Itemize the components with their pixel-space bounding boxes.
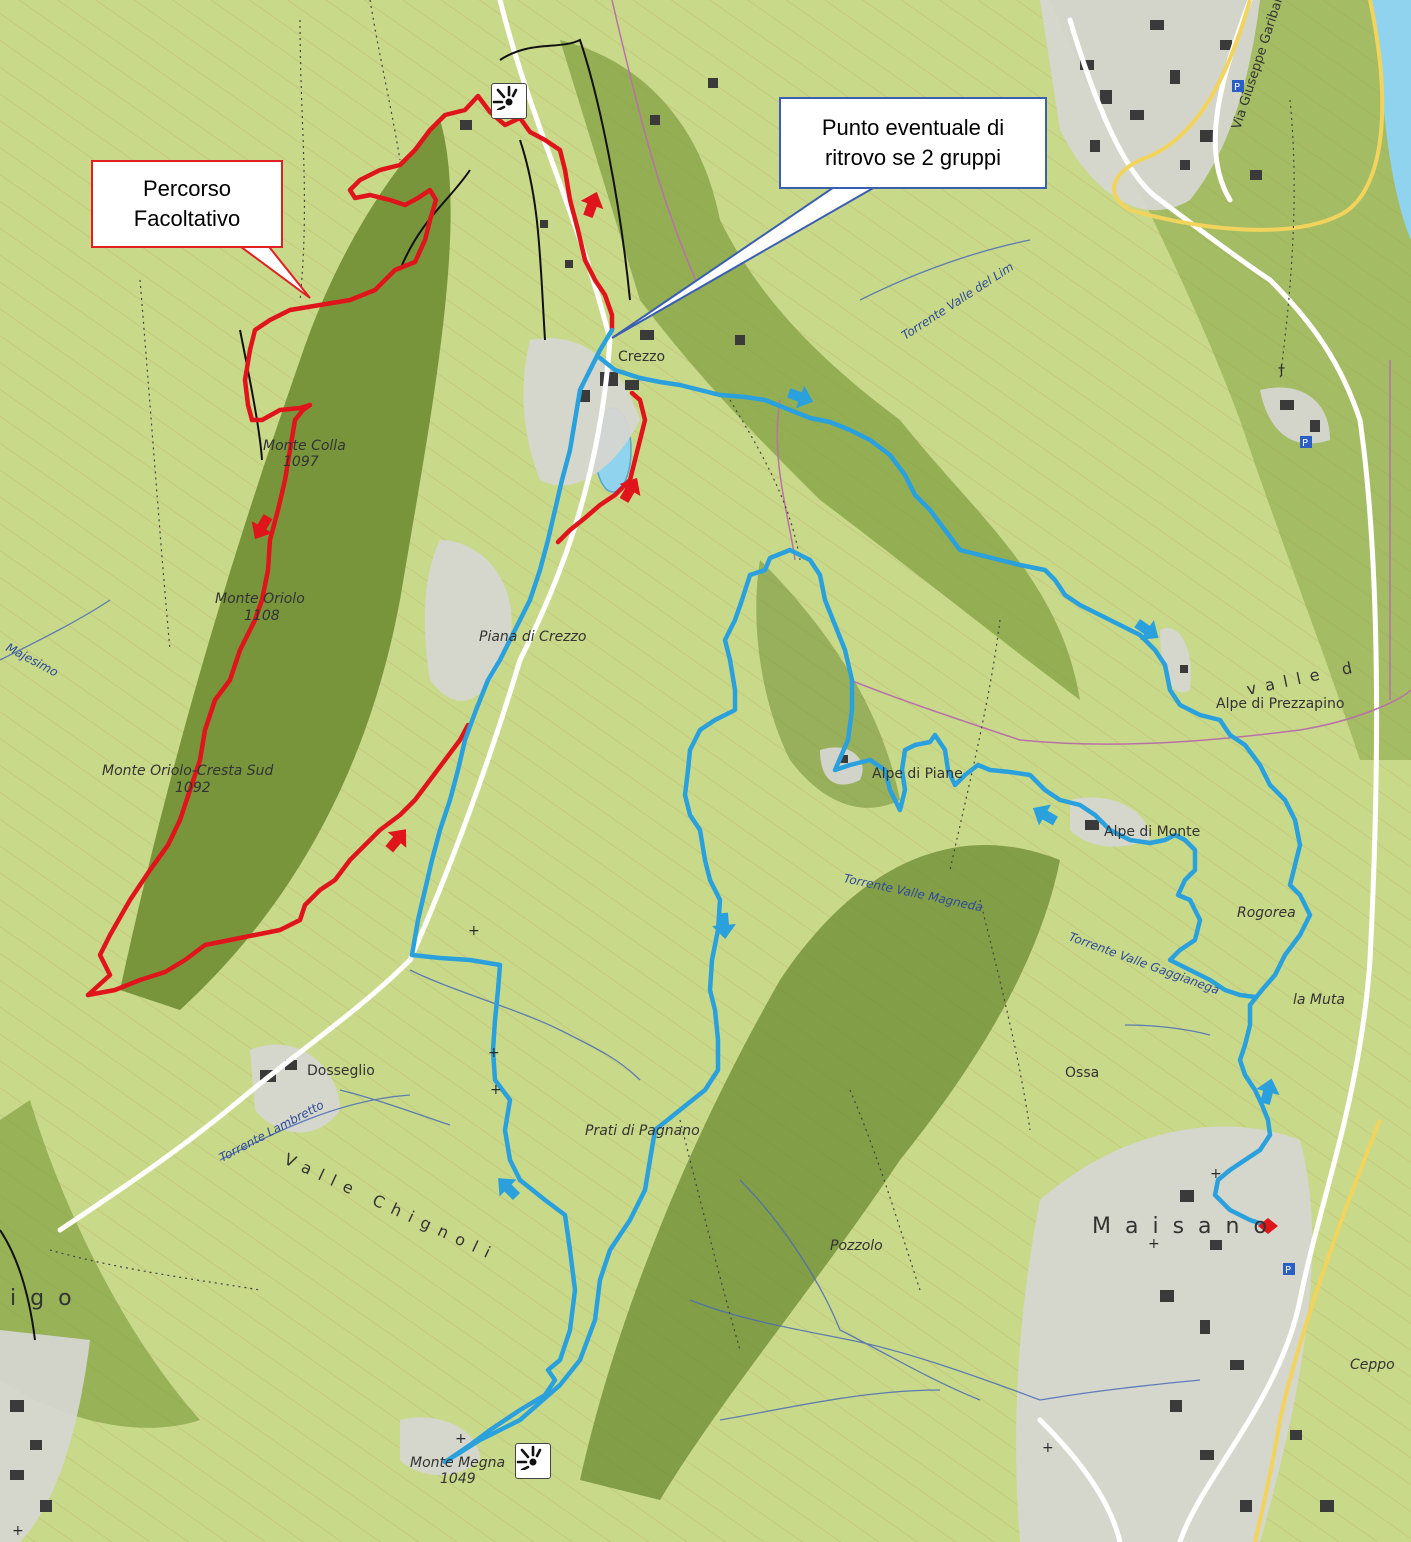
label-crezzo: Crezzo [618,349,665,365]
start-marker [1258,1218,1278,1234]
callout-meeting-point: Punto eventuale di ritrovo se 2 gruppi [779,97,1047,189]
label-monte-megna: Monte Megna [410,1455,505,1471]
label-pozzolo: Pozzolo [830,1238,883,1254]
callout-meeting-point-line1: Punto eventuale di [821,115,1005,140]
lake [1372,0,1411,240]
label-monte-colla: Monte Colla [263,438,346,454]
label-monte-megna-elev: 1049 [440,1471,476,1487]
church-icon: + [12,1523,24,1539]
label-rogorea: Rogorea [1237,905,1296,921]
direction-arrow-icon [1256,1078,1280,1105]
label-piana-di-crezzo: Piana di Crezzo [479,629,586,645]
direction-arrow-icon [787,385,814,409]
streams-lines [0,239,1211,1421]
label-monte-oriolo-elev: 1108 [244,608,280,624]
viewpoint-icon [491,83,527,119]
direction-arrows [251,191,1280,1201]
church-icon: + [468,923,480,939]
svg-text:P: P [1234,82,1240,93]
direction-arrow-icon [1032,804,1058,826]
label-monte-oriolo: Monte Oriolo [215,591,305,607]
label-la-muta: la Muta [1293,992,1345,1008]
parking-icon: P [1283,1263,1295,1276]
boundaries [611,0,1411,745]
label-alpe-di-piane: Alpe di Piane [872,766,963,782]
church-icon: + [490,1082,502,1098]
church-icon: + [488,1045,500,1061]
label-dosseglio: Dosseglio [307,1063,375,1079]
blue-route [409,327,1313,1465]
label-monte-oriolo-cresta-sud: Monte Oriolo-Cresta Sud [102,763,274,779]
callout-optional-route: Percorso Facoltativo [91,160,283,248]
secondary-road [1253,1119,1382,1542]
church-icons: † + + + + + + + + [12,363,1285,1539]
direction-arrow-icon [385,829,407,853]
callout-optional-route-line2: Facoltativo [133,206,241,231]
footpaths [49,0,1295,1351]
church-icon: + [1210,1166,1222,1182]
label-monte-oriolo-cresta-sud-elev: 1092 [175,780,211,796]
direction-arrow-icon [1134,619,1159,640]
church-icon: † [1278,363,1285,379]
parking-icon: P [1232,80,1244,93]
svg-text:P: P [1302,438,1308,449]
main-road [1112,0,1385,232]
label-alpe-di-monte: Alpe di Monte [1104,824,1200,840]
callout-meeting-point-line2: ritrovo se 2 gruppi [824,145,1002,170]
church-icon: + [455,1431,467,1447]
label-ceppo: Ceppo [1350,1357,1395,1373]
label-village-left: igo [10,1286,86,1311]
label-prati-di-pagnano: Prati di Pagnano [585,1123,700,1139]
parking-icon: P [1300,436,1312,449]
red-route [85,93,648,998]
label-ossa: Ossa [1065,1065,1099,1081]
label-maisano: Maisano [1092,1214,1281,1239]
direction-arrow-icon [498,1178,521,1201]
tracks [0,38,631,1341]
direction-arrow-icon [580,191,604,218]
church-icon: + [1042,1440,1054,1456]
callout-optional-route-line1: Percorso [142,176,232,201]
viewpoint-icon [515,1443,551,1479]
direction-arrow-icon [712,912,736,939]
direction-arrow-icon [251,514,273,540]
parking-icons: P P P [1232,80,1312,1276]
label-monte-colla-elev: 1097 [283,454,319,470]
church-icon: + [1148,1236,1160,1252]
svg-text:P: P [1285,1265,1291,1276]
label-alpe-di-prezzapino: Alpe di Prezzapino [1216,696,1344,712]
direction-arrow-icon [619,477,641,503]
